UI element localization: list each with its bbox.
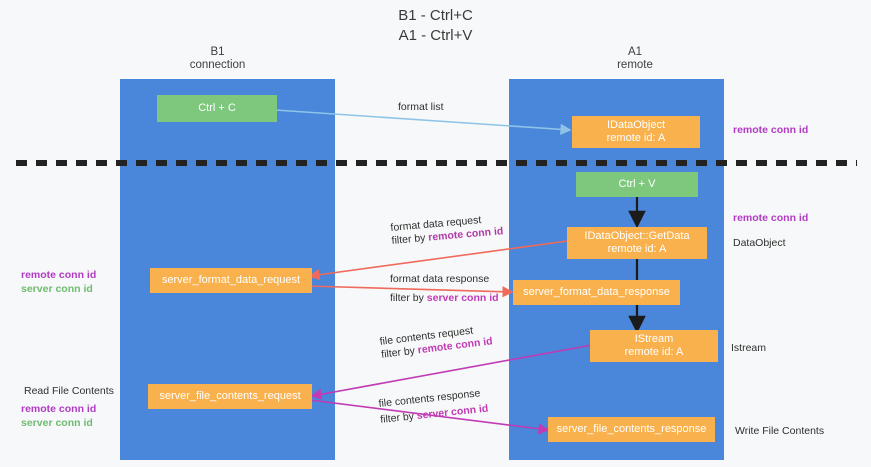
fmt-resp-line2: filter by server conn id xyxy=(390,292,499,305)
node-fmt-req-label: server_format_data_request xyxy=(161,274,301,286)
annotation-right-write-file-contents: Write File Contents xyxy=(735,424,824,438)
annotation-left-read-file-contents: Read File Contents xyxy=(24,384,114,398)
diagram-title: B1 - Ctrl+C A1 - Ctrl+V xyxy=(0,6,871,46)
file-resp-prefix: filter by xyxy=(379,410,418,426)
node-fmt-resp-label: server_format_data_response xyxy=(523,286,670,298)
annotation-right-remote-conn-top: remote conn id xyxy=(733,123,808,137)
node-ctrl-v[interactable]: Ctrl + V xyxy=(576,172,698,197)
node-server-format-data-request[interactable]: server_format_data_request xyxy=(150,268,312,293)
node-istream-line2: remote id: A xyxy=(624,346,684,358)
edge-label-file-contents-request: file contents request filter by remote c… xyxy=(379,322,493,361)
node-ctrl-c-label: Ctrl + C xyxy=(198,102,236,114)
annotation-right-istream-text: Istream xyxy=(731,342,767,354)
edge-label-format-list: format list xyxy=(398,101,444,114)
node-server-file-contents-request[interactable]: server_file_contents_request xyxy=(148,384,312,409)
edge-label-file-contents-response: file contents response filter by server … xyxy=(378,387,489,427)
edge-label-format-data-response: format data response filter by server co… xyxy=(390,273,499,305)
node-istream[interactable]: IStream remote id: A xyxy=(590,330,718,362)
fmt-resp-line1: format data response xyxy=(390,273,490,285)
annotation-right-dataobject-text: DataObject xyxy=(733,237,786,249)
node-istream-line1: IStream xyxy=(634,333,674,345)
fmt-resp-emph: server conn id xyxy=(426,292,499,304)
annotation-right-dataobject: DataObject xyxy=(733,236,786,250)
annotation-right-remote-conn-mid: remote conn id xyxy=(733,211,808,225)
node-getdata-line2: remote id: A xyxy=(607,243,667,255)
node-ctrl-c[interactable]: Ctrl + C xyxy=(157,95,277,122)
lane-b1-title: B1 xyxy=(210,46,225,58)
annotation-left-remote-conn2-text: remote conn id xyxy=(21,403,97,415)
annotation-right-remote-conn-mid-text: remote conn id xyxy=(733,212,809,224)
node-file-resp-label: server_file_contents_response xyxy=(556,423,707,435)
annotation-left-remote-conn-text: remote conn id xyxy=(21,269,97,281)
node-server-file-contents-response[interactable]: server_file_contents_response xyxy=(548,417,715,442)
annotation-right-istream: Istream xyxy=(731,341,766,355)
annotation-right-remote-conn-top-text: remote conn id xyxy=(733,124,809,136)
node-file-req-label: server_file_contents_request xyxy=(159,390,301,402)
node-idataobject-line2: remote id: A xyxy=(606,132,666,144)
title-line-2: A1 - Ctrl+V xyxy=(398,27,473,44)
node-server-format-data-response[interactable]: server_format_data_response xyxy=(513,280,680,305)
node-idataobject-getdata[interactable]: IDataObject::GetData remote id: A xyxy=(567,227,707,259)
fmt-resp-prefix: filter by xyxy=(390,292,427,304)
annotation-left-conn-ids-2: remote conn id server conn id xyxy=(21,402,96,430)
format-list-text: format list xyxy=(398,101,444,113)
node-ctrl-v-label: Ctrl + V xyxy=(618,178,656,190)
annotation-left-read-file-text: Read File Contents xyxy=(24,385,114,397)
annotation-left-server-conn-text: server conn id xyxy=(21,283,93,295)
node-idataobject-line1: IDataObject xyxy=(606,119,666,131)
annotation-left-conn-ids: remote conn id server conn id xyxy=(21,268,96,296)
lane-a1-subtitle: remote xyxy=(617,59,653,71)
node-getdata-line1: IDataObject::GetData xyxy=(584,230,690,242)
node-idataobject[interactable]: IDataObject remote id: A xyxy=(572,116,700,148)
edge-label-format-data-request: format data request filter by remote con… xyxy=(390,212,504,248)
lane-header-b1: B1 connection xyxy=(140,46,295,72)
annotation-left-server-conn2-text: server conn id xyxy=(21,417,93,429)
annotation-right-write-file-text: Write File Contents xyxy=(735,425,825,437)
title-line-1: B1 - Ctrl+C xyxy=(398,7,473,24)
fmt-req-prefix: filter by xyxy=(391,231,429,247)
lane-header-a1: A1 remote xyxy=(545,46,725,72)
lane-b1-subtitle: connection xyxy=(189,59,246,71)
lane-a1-title: A1 xyxy=(627,46,643,58)
